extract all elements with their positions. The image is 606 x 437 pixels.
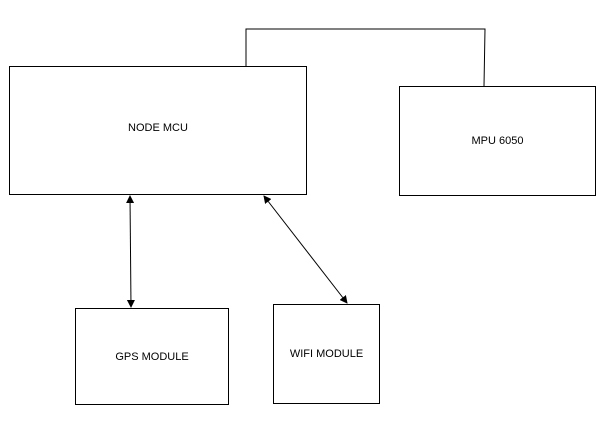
- node-mcu-box: NODE MCU: [9, 66, 307, 195]
- gps-module-label: GPS MODULE: [115, 350, 189, 363]
- connector-mcu-to-mpu: [245, 28, 486, 87]
- wifi-module-label: WIFI MODULE: [289, 348, 364, 360]
- mpu-6050-label: MPU 6050: [471, 135, 524, 147]
- node-mcu-label: NODE MCU: [128, 122, 188, 134]
- wifi-module-box: WIFI MODULE: [273, 304, 380, 404]
- mpu-6050-box: MPU 6050: [399, 86, 596, 196]
- gps-module-box: GPS MODULE: [75, 308, 229, 405]
- arrow-mcu-gps: [126, 195, 135, 308]
- arrow-mcu-wifi: [263, 195, 348, 304]
